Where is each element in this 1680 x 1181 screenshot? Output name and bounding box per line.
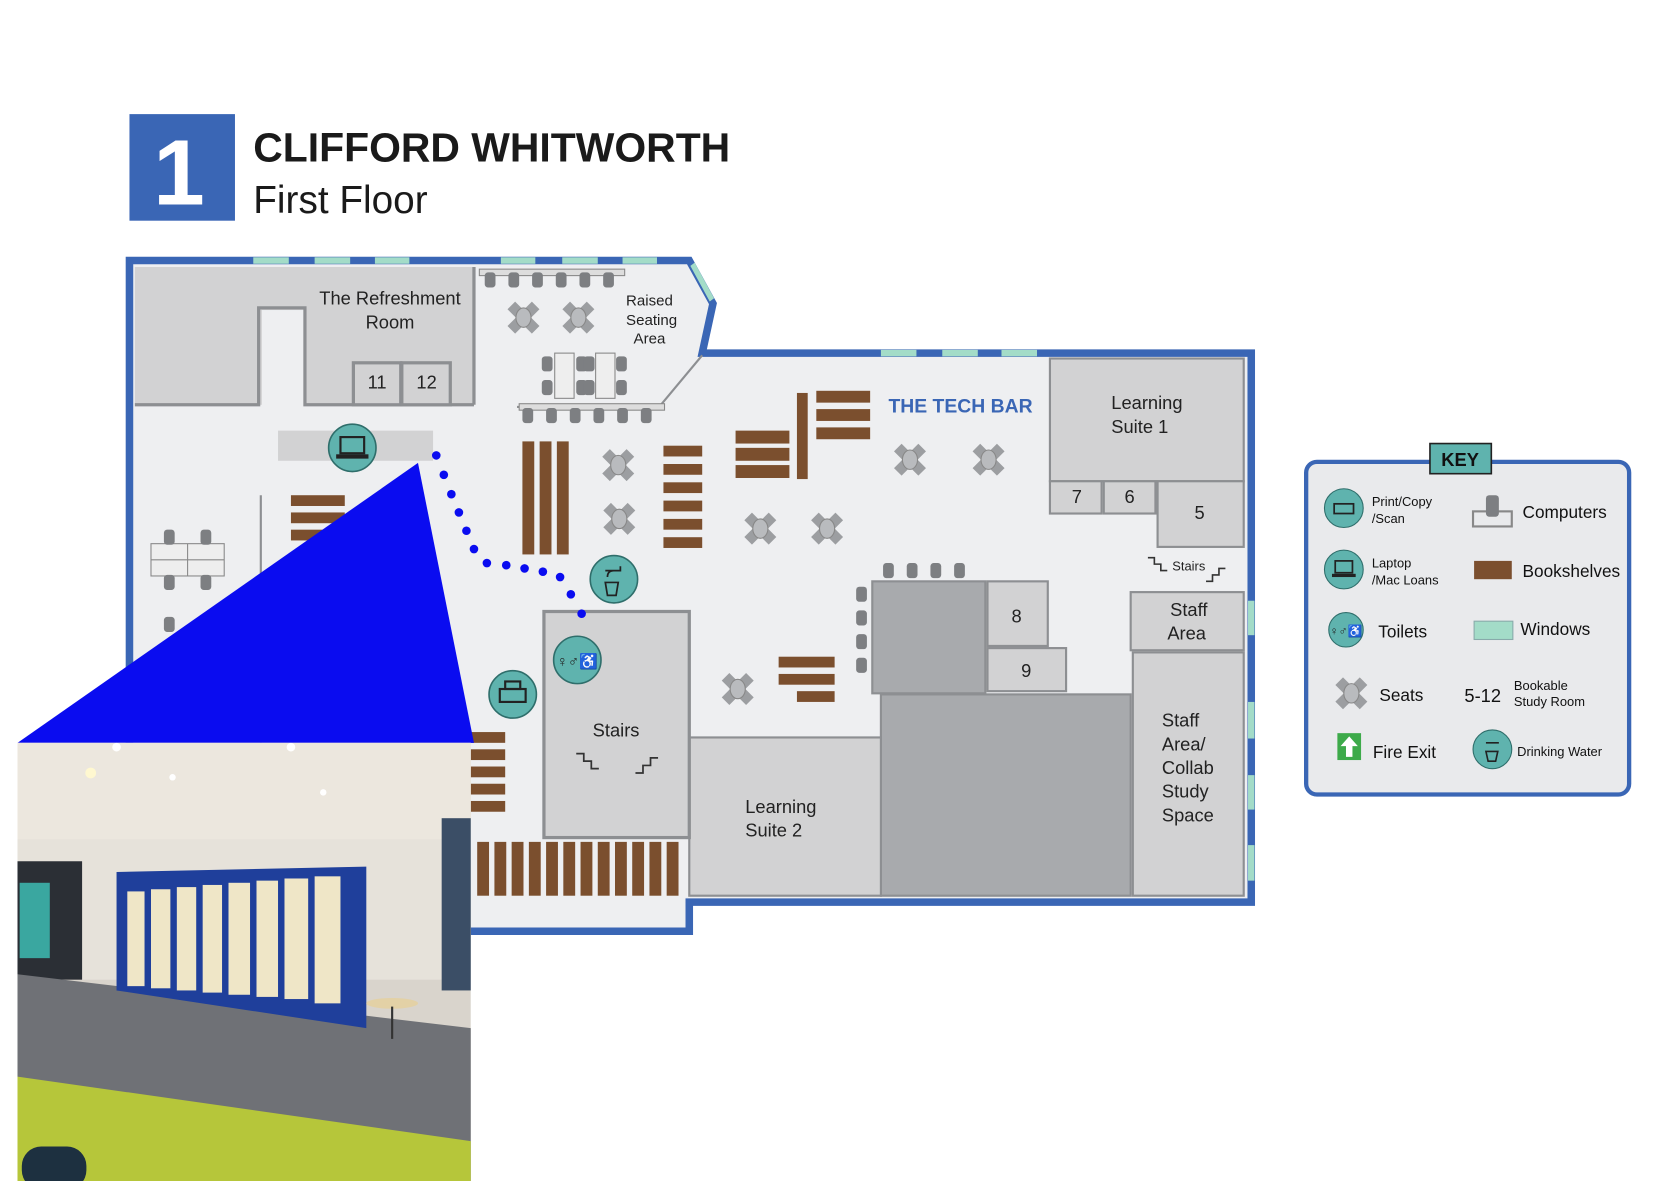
map-label: /Scan <box>1372 511 1405 526</box>
study-room-5[interactable] <box>1156 480 1245 548</box>
map-label: Bookable <box>1514 678 1568 693</box>
map-label: Bookshelves <box>1523 561 1621 581</box>
map-label: Learning <box>1111 392 1182 413</box>
print-copy-scan-icon[interactable] <box>488 669 538 719</box>
fire-exit-icon <box>1337 733 1362 761</box>
small-stairs-label: Stairs <box>1172 559 1205 574</box>
map-label: The Refreshment <box>319 288 460 309</box>
learning-suite-2 <box>688 736 882 897</box>
study-room-6[interactable] <box>1102 480 1157 515</box>
photo-pointer <box>17 462 474 743</box>
bookshelves <box>290 390 871 896</box>
map-label: 12 <box>416 372 436 393</box>
map-label: 11 <box>368 372 387 393</box>
header: 1 CLIFFORD WHITWORTH First Floor <box>129 114 730 225</box>
floor-number: 1 <box>153 121 205 225</box>
building-title: CLIFFORD WHITWORTH <box>253 124 730 170</box>
bookshelves-swatch <box>1474 560 1512 580</box>
map-label: Learning <box>745 796 816 817</box>
map-label: Staff <box>1162 710 1200 731</box>
map-label: Suite 1 <box>1111 416 1168 437</box>
map-label: Study <box>1162 781 1210 802</box>
map-label: Area <box>1167 622 1206 643</box>
tech-bar-label: THE TECH BAR <box>888 395 1032 417</box>
learning-suite-1: Learning Suite 1 <box>1048 357 1245 483</box>
floor-name: First Floor <box>253 179 427 222</box>
drinking-water-icon[interactable] <box>589 554 639 604</box>
toilets-icon <box>1328 612 1364 648</box>
windows-swatch <box>1473 620 1514 641</box>
refreshment-room: The Refreshment Room 11 12 <box>134 266 476 407</box>
floor-number-badge <box>129 114 235 221</box>
map-label: Study Room <box>1514 694 1585 709</box>
map-label: Print/Copy <box>1372 494 1433 509</box>
map-key: KEY Print/Copy /Scan Computers Laptop /M… <box>1304 442 1632 797</box>
map-label: /Mac Loans <box>1372 573 1439 588</box>
map-label: 7 <box>1072 486 1082 507</box>
map-label: Suite 2 <box>745 819 802 840</box>
core-block <box>879 693 1132 897</box>
map-label: Seats <box>1379 685 1423 705</box>
map-label: 9 <box>1021 660 1031 681</box>
map-label: Stairs <box>593 719 640 740</box>
laptop-loans-icon[interactable] <box>327 423 377 473</box>
map-label: Area/ <box>1162 733 1207 754</box>
map-label: Area <box>634 330 666 347</box>
computers-icon <box>1471 495 1513 528</box>
raised-seating-area: Raised Seating Area <box>478 268 704 424</box>
central-block <box>871 580 987 695</box>
laptop-icon <box>1323 549 1364 590</box>
toilets-icon[interactable]: ♀♂♿ <box>552 635 602 685</box>
staff-collab-study-space <box>1131 651 1245 897</box>
map-label: Staff <box>1170 599 1208 620</box>
map-label: ♀♂♿ <box>557 652 598 670</box>
windows <box>253 257 1255 881</box>
map-label: ♀♂♿ <box>1330 624 1363 638</box>
study-room-12[interactable] <box>400 361 452 407</box>
map-label: Laptop <box>1372 555 1411 570</box>
map-label: 5 <box>1194 502 1204 523</box>
stairs-icon <box>1147 556 1226 583</box>
map-label: 8 <box>1011 605 1021 626</box>
study-room-7[interactable] <box>1048 480 1103 515</box>
map-label: Space <box>1162 804 1214 825</box>
route-path <box>431 451 586 618</box>
stairs-icon <box>576 752 659 774</box>
map-label: 6 <box>1125 486 1135 507</box>
map-label: Raised <box>626 293 673 310</box>
map-label: Collab <box>1162 757 1214 778</box>
study-room-8[interactable] <box>986 580 1049 648</box>
drinking-water-icon <box>1472 729 1513 770</box>
map-label: Seating <box>626 312 677 329</box>
stairs-room <box>542 609 691 840</box>
map-label: Fire Exit <box>1373 742 1436 762</box>
map-label: 5-12 <box>1464 685 1501 706</box>
map-label: Drinking Water <box>1517 744 1603 759</box>
map-label: Room <box>366 311 415 332</box>
staff-area <box>1129 591 1245 652</box>
map-label: Windows <box>1520 619 1590 639</box>
print-copy-scan-icon <box>1323 488 1364 529</box>
map-label: KEY <box>1441 449 1479 470</box>
map-label: Computers <box>1523 502 1607 522</box>
locker-photo <box>17 742 471 1181</box>
study-room-9[interactable] <box>986 647 1068 693</box>
map-label: Toilets <box>1378 621 1427 641</box>
